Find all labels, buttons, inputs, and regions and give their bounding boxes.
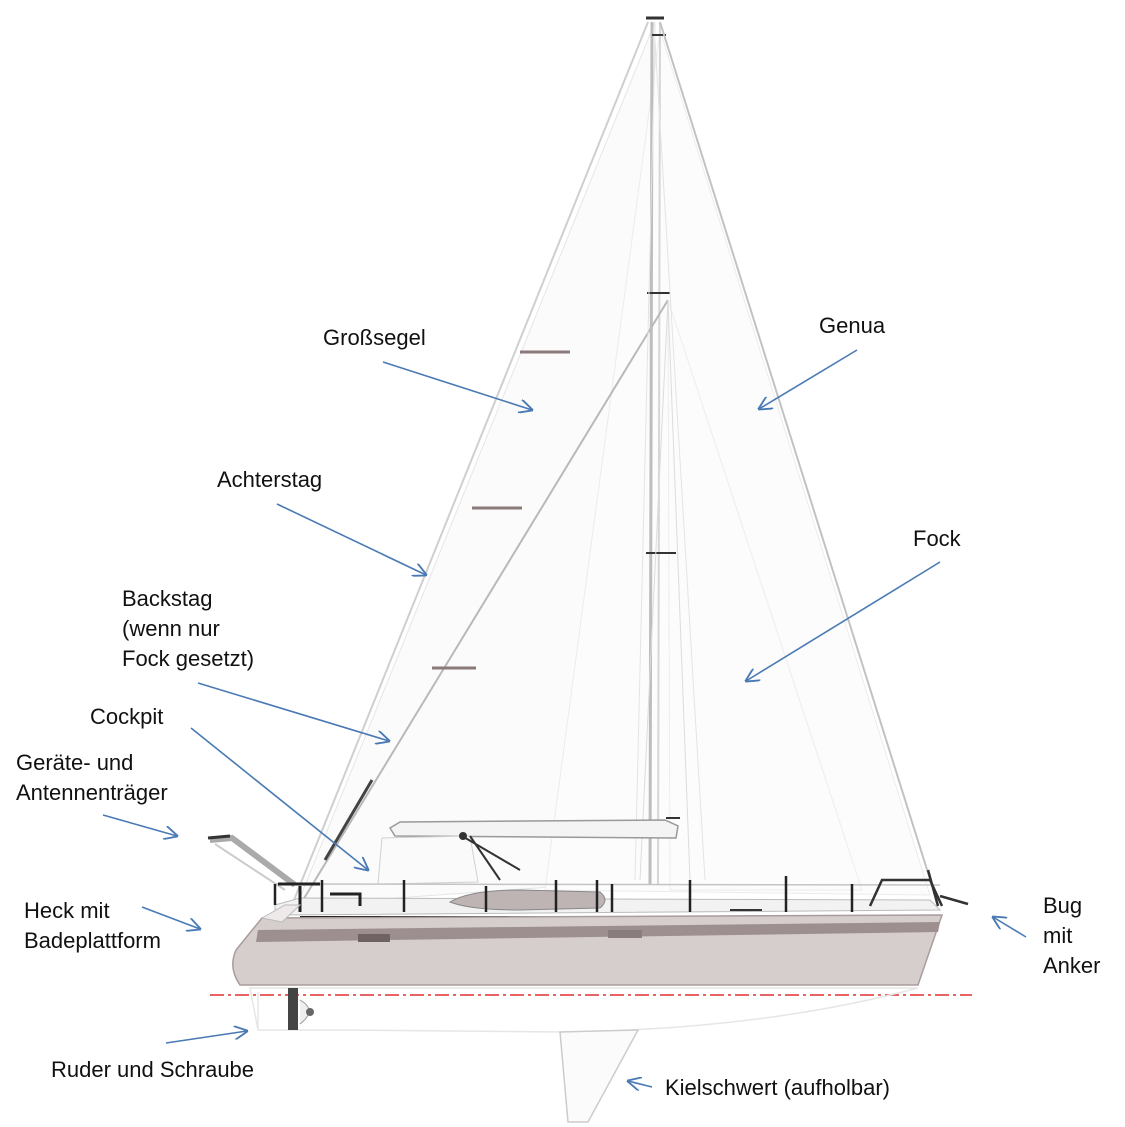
arrow-kielschwert: [628, 1081, 653, 1087]
label-backstag-line1: Backstag: [122, 586, 213, 611]
label-heck: Heck mit Badeplattform: [24, 896, 161, 956]
label-traeger: Geräte- und Antennenträger: [16, 748, 168, 808]
label-grosssegel: Großsegel: [323, 325, 426, 350]
label-bug: Bug mit Anker: [1043, 891, 1100, 981]
arrow-ruder: [165, 1031, 247, 1044]
label-traeger-line1: Geräte- und: [16, 750, 134, 775]
label-heck-line1: Heck mit: [24, 898, 110, 923]
label-cockpit: Cockpit: [90, 704, 164, 729]
arrow-grosssegel: [382, 361, 532, 410]
equipment-arch: [207, 834, 297, 891]
hull: [232, 904, 944, 986]
arrow-bug: [993, 917, 1027, 938]
label-achterstag: Achterstag: [217, 467, 323, 492]
label-bug-line3: Anker: [1043, 953, 1101, 978]
label-kielschwert: Kielschwert (aufholbar): [665, 1075, 890, 1100]
backstay: [291, 21, 649, 906]
label-backstag-line2: (wenn nur: [122, 616, 220, 641]
label-fock: Fock: [913, 526, 961, 551]
arrow-cockpit: [190, 727, 368, 870]
arrow-genua: [759, 349, 858, 409]
label-genua: Genua: [819, 313, 886, 338]
label-traeger-line2: Antennenträger: [16, 780, 168, 805]
label-bug-line2: mit: [1043, 923, 1073, 948]
forestay: [659, 21, 936, 896]
jib-sail: [667, 299, 863, 891]
arrow-fock: [746, 561, 941, 681]
deck: [273, 869, 969, 918]
label-ruder: Ruder und Schraube: [51, 1057, 255, 1082]
arrow-traeger: [102, 814, 177, 836]
label-backstag: Backstag (wenn nur Fock gesetzt): [122, 584, 254, 674]
centreboard-keel: [559, 1029, 640, 1123]
arrow-backstag: [197, 682, 389, 741]
rudder-propeller: [257, 988, 314, 1030]
label-heck-line2: Badeplattform: [24, 928, 161, 953]
genoa-sail: [544, 29, 931, 896]
label-bug-line1: Bug: [1043, 893, 1083, 918]
label-backstag-line3: Fock gesetzt): [122, 646, 255, 671]
shrouds: [634, 39, 706, 881]
sail-battens: [432, 350, 570, 670]
arrow-achterstag: [276, 503, 426, 575]
arrow-heck: [141, 906, 200, 929]
pointer-arrows: [102, 349, 1027, 1087]
cockpit-structure: [377, 832, 521, 885]
running-backstay: [299, 299, 669, 906]
boom: [388, 817, 680, 839]
